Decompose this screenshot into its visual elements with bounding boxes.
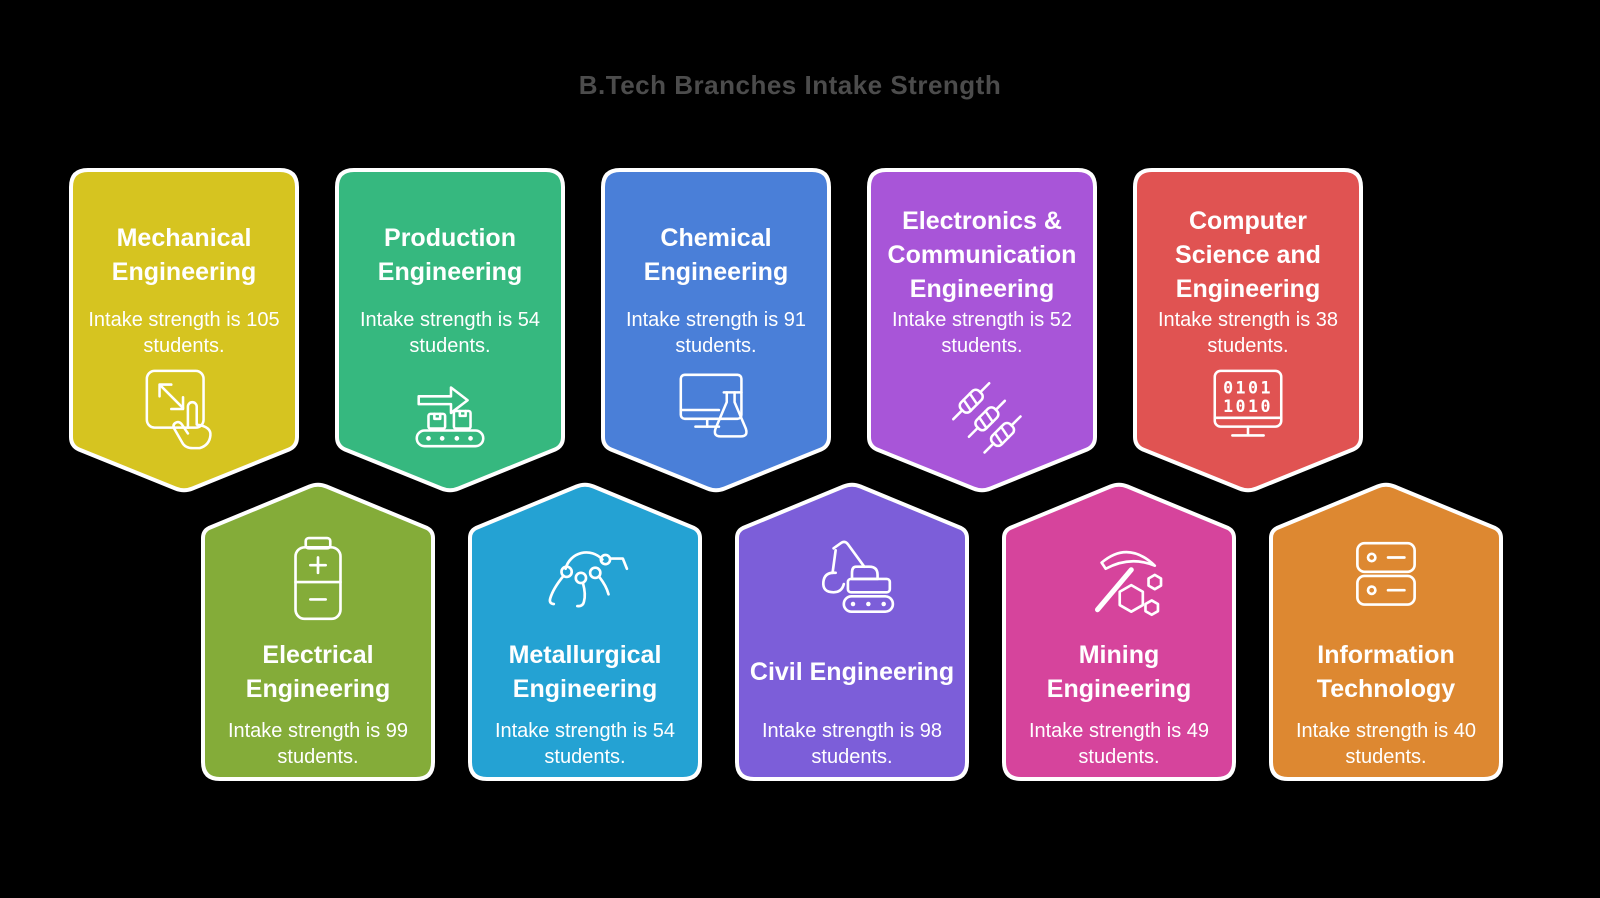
- conveyor-belt-icon: [415, 386, 485, 448]
- card-title-box: Metallurgical Engineering: [482, 632, 688, 712]
- card-title-box: Chemical Engineering: [615, 203, 817, 307]
- card-title-box: Mechanical Engineering: [83, 203, 285, 307]
- badge-shape: [1002, 482, 1236, 781]
- monitor-flask-icon: [679, 373, 748, 438]
- resistors-icon: [951, 381, 1022, 454]
- card-icon-area: [272, 532, 364, 628]
- card-icon-area: [406, 363, 494, 457]
- card-title: Production Engineering: [377, 224, 523, 286]
- badge-shape: [735, 482, 969, 781]
- card-title: Mining Engineering: [1046, 641, 1192, 703]
- card-title-box: Information Technology: [1283, 632, 1489, 712]
- svg-text:1010: 1010: [1223, 397, 1273, 416]
- card-title-box: Electronics & Communication Engineering: [881, 203, 1083, 307]
- card-title-box: Computer Science and Engineering: [1147, 203, 1349, 307]
- card-icon-area: [938, 363, 1026, 457]
- badge-shape: [468, 482, 702, 781]
- badge-shape: [201, 482, 435, 781]
- card-icon-area: 0101 1010: [1204, 363, 1292, 457]
- battery-icon: [294, 536, 342, 621]
- card-description: Intake strength is 98 students.: [761, 720, 943, 768]
- card-description: Intake strength is 40 students.: [1295, 720, 1477, 768]
- card-description: Intake strength is 105 students.: [88, 309, 280, 357]
- badge-shape: [1133, 168, 1363, 493]
- svg-text:0101: 0101: [1223, 378, 1273, 397]
- badge-shape: [335, 168, 565, 493]
- card-title: Metallurgical Engineering: [508, 641, 662, 703]
- card-icon-area: [1340, 532, 1432, 628]
- card-icon-area: [672, 363, 760, 457]
- page-title: B.Tech Branches Intake Strength: [578, 70, 1002, 100]
- card-icon-area: [806, 532, 898, 628]
- card-title: Electronics & Communication Engineering: [887, 207, 1077, 303]
- touch-resize-screen-icon: [145, 369, 212, 450]
- card-title: Information Technology: [1316, 641, 1456, 703]
- card-description: Intake strength is 38 students.: [1157, 309, 1339, 357]
- card-title-box: Civil Engineering: [750, 632, 954, 712]
- card-title: Mechanical Engineering: [111, 224, 257, 286]
- badge-shape: [1269, 482, 1503, 781]
- excavator-icon: [821, 540, 895, 614]
- card-description: Intake strength is 91 students.: [625, 309, 807, 357]
- card-icon-area: [1073, 532, 1165, 628]
- card-icon-area: [140, 363, 228, 457]
- card-title-box: Electrical Engineering: [215, 632, 421, 712]
- card-title-box: Production Engineering: [349, 203, 551, 307]
- badge-shape: [69, 168, 299, 493]
- molecule-icon: [548, 551, 629, 608]
- badge-shape: [601, 168, 831, 493]
- card-description: Intake strength is 54 students.: [494, 720, 676, 768]
- server-stack-icon: [1356, 541, 1416, 606]
- card-description: Intake strength is 99 students.: [227, 720, 409, 768]
- badge-shape: [867, 168, 1097, 493]
- card-title: Civil Engineering: [749, 658, 955, 686]
- pickaxe-icon: [1094, 550, 1163, 617]
- binary-monitor-icon: 0101 1010: [1213, 369, 1283, 437]
- card-icon-area: [539, 532, 631, 628]
- card-title: Computer Science and Engineering: [1175, 207, 1321, 303]
- card-title: Electrical Engineering: [245, 641, 391, 703]
- card-title: Chemical Engineering: [643, 224, 789, 286]
- card-description: Intake strength is 49 students.: [1028, 720, 1210, 768]
- card-title-box: Mining Engineering: [1016, 632, 1222, 712]
- card-description: Intake strength is 52 students.: [891, 309, 1073, 357]
- card-description: Intake strength is 54 students.: [359, 309, 541, 357]
